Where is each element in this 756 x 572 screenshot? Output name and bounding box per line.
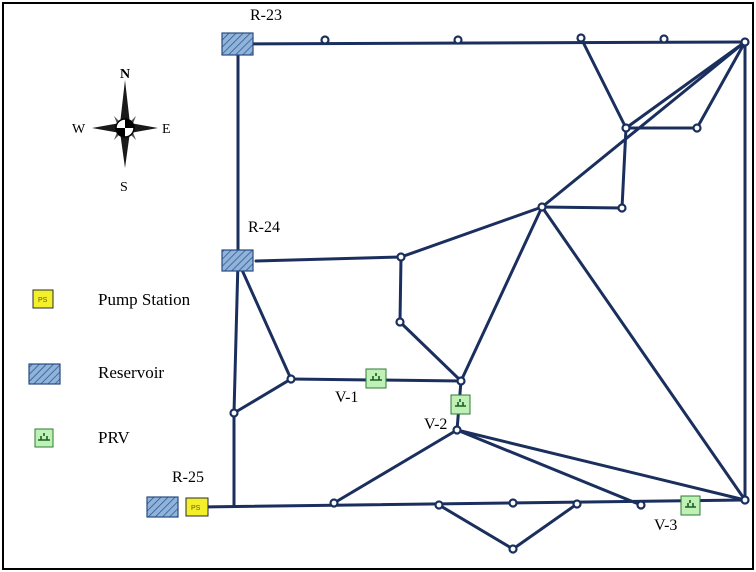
valve-glyph [38, 433, 50, 441]
compass-west-label: W [72, 122, 86, 137]
pipe [236, 259, 293, 381]
prv-icon [34, 428, 54, 448]
pipe [332, 428, 459, 505]
junction-node [621, 123, 631, 133]
junction-node [740, 37, 750, 47]
pipe [254, 255, 403, 263]
pump-icon [32, 289, 54, 309]
legend-label: Reservoir [98, 363, 164, 382]
pipe [540, 205, 747, 502]
valve-glyph [370, 373, 382, 381]
compass-east-point [130, 123, 158, 133]
pipe [232, 259, 240, 415]
compass-south-label: S [120, 180, 128, 195]
compass-quadrant [116, 128, 125, 137]
junction-node [396, 252, 406, 262]
pump-symbol-text: PS [191, 505, 201, 512]
pipe [398, 320, 463, 383]
legend-label: PRV [98, 428, 130, 447]
junction-node [572, 499, 582, 509]
valve-glyph [685, 500, 696, 508]
reservoir-label: R-24 [248, 219, 280, 236]
pump-icon [185, 497, 209, 517]
reservoir-r24[interactable]: R-24 [221, 219, 280, 272]
junction-node [617, 203, 627, 213]
compass-east-label: E [162, 122, 171, 137]
pipe [236, 40, 747, 46]
junction-node [537, 202, 547, 212]
junction-node [320, 35, 330, 45]
valve-v1[interactable]: V-1 [335, 368, 387, 406]
junction-node [508, 498, 518, 508]
reservoir-label: R-23 [250, 7, 282, 24]
compass-north-point [120, 80, 130, 124]
compass-north-label: N [120, 67, 130, 82]
pipe [455, 428, 643, 507]
prv-icon [450, 394, 471, 415]
junction-node [452, 425, 462, 435]
junction-node [329, 498, 339, 508]
pipe [579, 36, 628, 130]
compass-quadrant [125, 119, 134, 128]
compass-west-point [92, 123, 120, 133]
junction-node [453, 35, 463, 45]
legend-pump-station: PS Pump Station [32, 289, 191, 309]
pipe [511, 502, 579, 551]
valve-v3[interactable]: V-3 [654, 495, 701, 534]
legend: PS Pump Station Reservoir PRV [28, 289, 191, 448]
reservoir-r25[interactable]: R-25 [146, 469, 204, 518]
pump-station[interactable]: PS [185, 497, 209, 517]
pipe [695, 40, 747, 130]
junction-node [692, 123, 702, 133]
valve-label: V-1 [335, 389, 358, 406]
compass-rose: N S W E [72, 67, 171, 195]
prv-icon [680, 495, 701, 516]
reservoir-icon [28, 363, 61, 385]
pipe [540, 205, 624, 210]
valve-label: V-2 [424, 416, 447, 433]
pipe [398, 255, 403, 324]
junction-node [286, 374, 296, 384]
reservoir-icon [146, 496, 179, 518]
junction-node [576, 33, 586, 43]
junction-node [508, 544, 518, 554]
valve-v2[interactable]: V-2 [424, 394, 471, 433]
reservoir-label: R-25 [172, 469, 204, 486]
pipe-network [198, 36, 747, 551]
valve-glyph [455, 399, 466, 407]
valve-label: V-3 [654, 517, 677, 534]
reservoir-icon [221, 32, 254, 56]
compass-south-point [120, 132, 130, 168]
pipe [232, 377, 293, 415]
junction-node [395, 317, 405, 327]
reservoir-icon [221, 249, 254, 272]
legend-label: Pump Station [98, 290, 191, 309]
junction-node [740, 495, 750, 505]
pipe [455, 428, 747, 502]
junction-node [229, 408, 239, 418]
legend-reservoir: Reservoir [28, 363, 164, 385]
junction-node [636, 500, 646, 510]
junction-node [456, 376, 466, 386]
pipe [198, 498, 747, 509]
junction-node [434, 500, 444, 510]
junctions [229, 33, 750, 554]
legend-prv: PRV [34, 428, 130, 448]
junction-node [659, 34, 669, 44]
prv-icon [365, 368, 387, 389]
pump-symbol-text: PS [38, 297, 48, 304]
pipe [459, 205, 544, 383]
reservoir-r23[interactable]: R-23 [221, 7, 282, 56]
pipe [540, 40, 747, 209]
pipe [437, 503, 515, 551]
pipe [399, 205, 544, 259]
pipe [620, 126, 628, 210]
